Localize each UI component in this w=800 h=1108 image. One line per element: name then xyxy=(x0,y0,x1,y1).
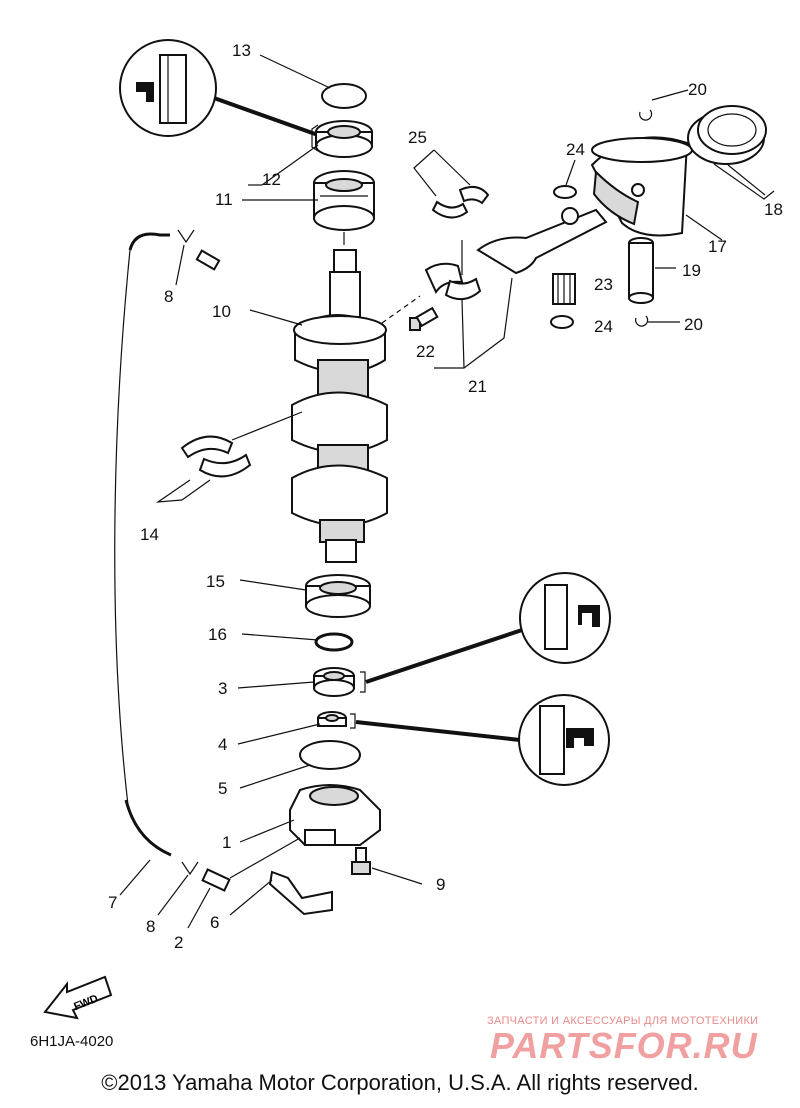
part-3-oil-seal xyxy=(237,667,366,697)
label-21: 21 xyxy=(468,377,487,396)
label-15: 15 xyxy=(206,572,225,591)
label-16: 16 xyxy=(208,625,227,644)
label-2: 2 xyxy=(174,933,183,952)
label-9: 9 xyxy=(436,875,445,894)
label-14: 14 xyxy=(140,525,159,544)
part-12-oil-seal xyxy=(311,120,373,158)
label-5: 5 xyxy=(218,779,227,798)
part-23-needle-bearing xyxy=(552,273,576,305)
label-23: 23 xyxy=(594,275,613,294)
label-3: 3 xyxy=(218,679,227,698)
label-18: 18 xyxy=(764,200,783,219)
label-19: 19 xyxy=(682,261,701,280)
part-4-oil-seal xyxy=(237,711,356,745)
part-24-washer-top xyxy=(553,159,577,199)
label-10: 10 xyxy=(212,302,231,321)
seal-detail-callout-lower xyxy=(355,694,610,786)
part-18-piston-rings xyxy=(687,105,775,200)
part-19-piston-pin xyxy=(628,237,676,304)
label-6: 6 xyxy=(210,913,219,932)
part-8-clip-top xyxy=(175,229,221,286)
part-2-fitting xyxy=(187,837,301,929)
part-10-crankshaft xyxy=(249,249,388,563)
part-11-bearing xyxy=(313,170,375,245)
watermark-tagline: ЗАПЧАСТИ И АКСЕССУАРЫ ДЛЯ МОТОТЕХНИКИ xyxy=(487,1015,759,1027)
label-25: 25 xyxy=(408,128,427,147)
label-17: 17 xyxy=(708,237,727,256)
part-5-o-ring xyxy=(239,740,361,789)
label-24-top: 24 xyxy=(566,140,585,159)
diagram-code: 6H1JA-4020 xyxy=(30,1033,114,1050)
label-8-top: 8 xyxy=(164,287,173,306)
part-7-hose xyxy=(114,232,172,896)
part-20-circlip-bottom xyxy=(635,315,680,327)
seal-detail-callout-top xyxy=(119,39,319,137)
label-12: 12 xyxy=(262,170,281,189)
leader-11-12 xyxy=(242,144,319,201)
label-7: 7 xyxy=(108,893,117,912)
part-8-clip-bottom xyxy=(157,861,199,916)
label-24-bottom: 24 xyxy=(594,317,613,336)
part-25-bearing xyxy=(413,149,490,219)
watermark-logo: PARTSFOR.RU xyxy=(490,1025,758,1066)
part-20-circlip-top xyxy=(639,89,689,121)
part-9-bolt xyxy=(351,847,423,885)
label-8-bottom: 8 xyxy=(146,917,155,936)
part-labels: 13 12 11 8 10 25 24 20 18 17 19 23 24 20… xyxy=(108,41,783,952)
seal-detail-callout-mid xyxy=(365,572,611,684)
part-15-bearing xyxy=(239,574,371,618)
part-17-piston xyxy=(590,136,723,241)
part-24-washer-bottom xyxy=(550,315,574,329)
part-6-bracket xyxy=(229,870,333,916)
label-11: 11 xyxy=(215,190,233,209)
part-16-circlip xyxy=(241,632,354,652)
fwd-arrow: FWD xyxy=(43,975,113,1020)
part-21-connecting-rod xyxy=(381,207,608,369)
label-1: 1 xyxy=(222,833,231,852)
label-20-bottom: 20 xyxy=(684,315,703,334)
copyright-notice: ©2013 Yamaha Motor Corporation, U.S.A. A… xyxy=(101,1070,699,1095)
part-1-lower-housing xyxy=(239,784,381,846)
part-13-o-ring xyxy=(259,54,367,109)
part-22-bolt xyxy=(409,306,439,331)
label-22: 22 xyxy=(416,342,435,361)
label-20-top: 20 xyxy=(688,80,707,99)
label-13: 13 xyxy=(232,41,251,60)
label-4: 4 xyxy=(218,735,227,754)
part-14-main-bearing xyxy=(155,411,303,503)
